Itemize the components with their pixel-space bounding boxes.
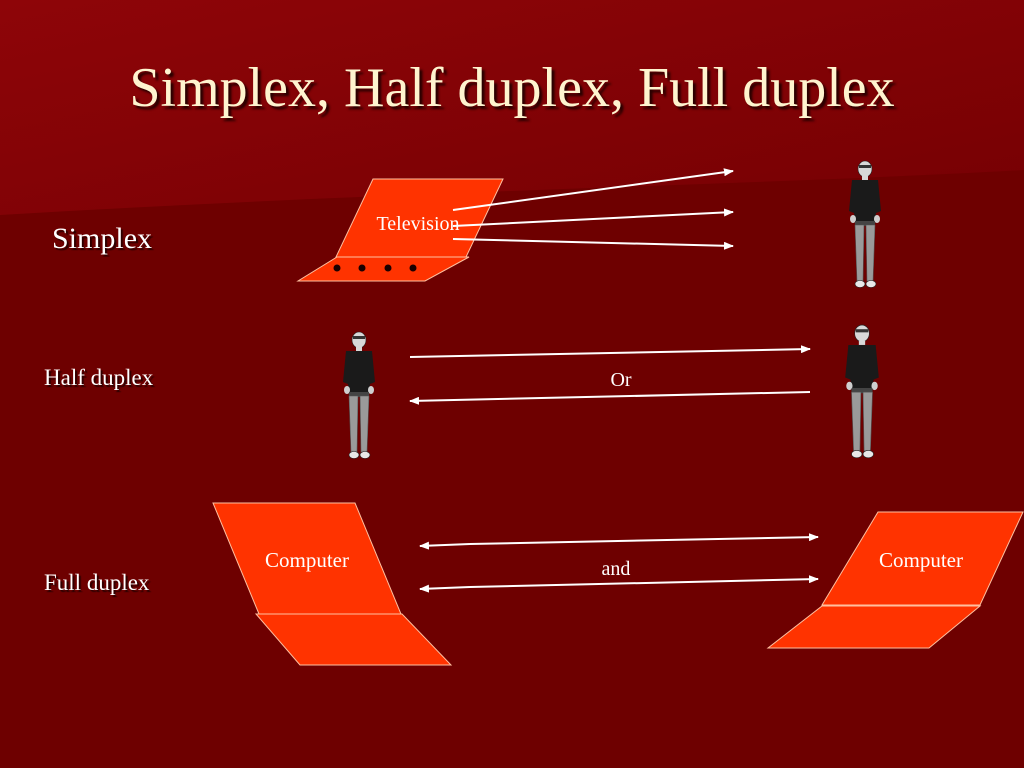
full-duplex-and-label: and (602, 558, 631, 580)
half-duplex-left-person-icon (342, 331, 376, 459)
right-computer-label: Computer (879, 548, 963, 572)
television-icon (296, 178, 504, 282)
left-computer-label: Computer (265, 548, 349, 572)
simplex-arrow-middle (452, 208, 734, 227)
full-duplex-arrow-top-b (469, 533, 819, 545)
full-duplex-arrow-bottom-b (469, 575, 819, 588)
simplex-arrow-top (452, 168, 734, 211)
slide-title: Simplex, Half duplex, Full duplex (129, 57, 895, 119)
left-computer-icon (212, 502, 453, 666)
half-duplex-label: Half duplex (44, 365, 154, 390)
simplex-receiver-person-icon (848, 160, 882, 288)
full-duplex-arrow-bottom-a (419, 584, 471, 593)
half-duplex-arrow-right (409, 345, 811, 358)
half-duplex-right-person-icon (844, 324, 880, 459)
television-label: Television (376, 213, 459, 235)
half-duplex-arrow-left (409, 391, 811, 405)
half-duplex-or-label: Or (610, 369, 631, 391)
right-computer-icon (766, 511, 1024, 649)
full-duplex-label: Full duplex (44, 570, 150, 595)
simplex-label: Simplex (52, 222, 153, 255)
simplex-arrow-bottom (452, 238, 734, 250)
full-duplex-arrow-top-a (419, 541, 471, 550)
